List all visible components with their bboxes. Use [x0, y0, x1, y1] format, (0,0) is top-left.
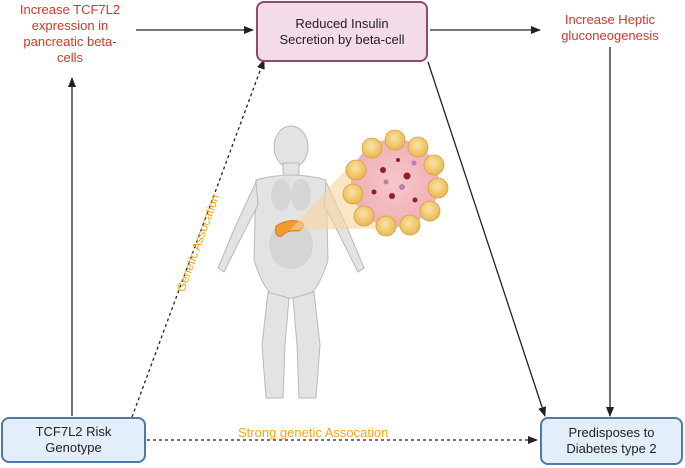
predisposes-line2: Diabetes type 2 [566, 441, 657, 456]
predisposes-box: Predisposes to Diabetes type 2 [540, 417, 683, 465]
arrow-reduced-to-predisposes [427, 61, 546, 417]
genotype-line2: Genotype [45, 440, 102, 455]
tcf7l2-genotype-box: TCF7L2 Risk Genotype [1, 417, 146, 463]
pancreatic-tissue-magnified [342, 129, 449, 237]
increase-tcf7l2-line1: Increase TCF7L2 [19, 2, 121, 17]
strong-genetic-association-label: Strong genetic Assocation [238, 425, 389, 440]
reduced-insulin-line1: Reduced Insulin [295, 15, 389, 31]
predisposes-line1: Predisposes to [568, 425, 655, 440]
increase-heptic-line2: gluconeogenesis [561, 28, 659, 43]
reduced-insulin-line2: Secretion by beta-cell [279, 31, 405, 47]
reduced-insulin-box: Reduced Insulin Secretion by beta-cell [256, 1, 428, 62]
increase-heptic-line1: Increase Heptic [564, 12, 656, 27]
increase-heptic-text: Increase Heptic gluconeogenesis [545, 12, 675, 44]
human-body-illustration [217, 125, 365, 399]
increase-tcf7l2-line2: expression in [31, 18, 109, 33]
increase-tcf7l2-text: Increase TCF7L2 expression in pancreatic… [0, 2, 140, 66]
increase-tcf7l2-line4: cells [56, 50, 83, 65]
increase-tcf7l2-line3: pancreatic beta- [23, 34, 117, 49]
genotype-line1: TCF7L2 Risk [35, 424, 112, 439]
